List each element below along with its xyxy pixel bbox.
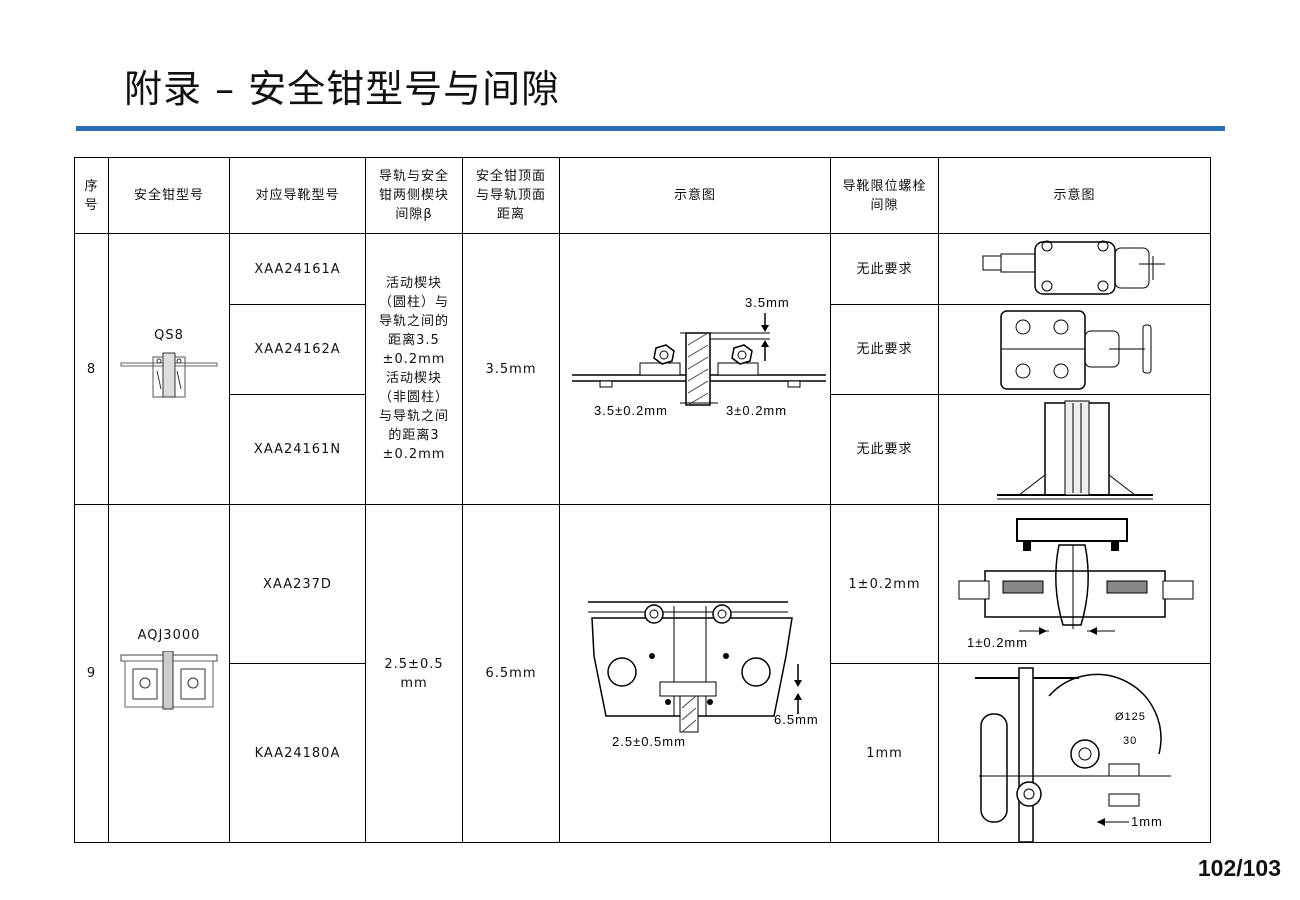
row-9-shoe-1: XAA237D: [229, 504, 366, 664]
header-gear-model: 安全钳型号: [108, 157, 230, 234]
row-9-shoe-diagram-2: Ø125 30 1mm: [938, 663, 1211, 843]
row-8-bolt-gap-1: 无此要求: [830, 233, 939, 305]
header-bolt-gap: 导靴限位螺栓间隙: [830, 157, 939, 234]
aqj3000-gap-label: 2.5±0.5mm: [612, 734, 686, 749]
row-8-shoe-1: XAA24161A: [229, 233, 366, 305]
row-8-wedge-gap: 活动楔块（圆柱）与导轨之间的距离3.5±0.2mm活动楔块（非圆柱）与导轨之间的…: [365, 233, 463, 505]
header-shoe-model: 对应导靴型号: [229, 157, 366, 234]
row-9-bolt-gap-2: 1mm: [830, 663, 939, 843]
shoe-diagram-xaa24162a: [1000, 310, 1152, 390]
kaa24180a-diameter-label: Ø125: [1115, 711, 1146, 723]
row-9-shoe-diagram-1: 1±0.2mm: [938, 504, 1211, 664]
row-9-gear-model: AQJ3000: [137, 628, 201, 643]
kaa24180a-width-label: 30: [1123, 735, 1137, 747]
kaa24180a-gap-label: 1mm: [1131, 814, 1163, 829]
row-8-shoe-diagram-2: [938, 304, 1211, 395]
row-8-diagram: 3.5mm 3.5±0.2mm 3±0.2mm: [559, 233, 831, 505]
row-9-shoe-2: KAA24180A: [229, 663, 366, 843]
table-row: XAA24161N 无此要求: [75, 394, 1211, 505]
shoe-diagram-xaa237d: 1±0.2mm: [958, 518, 1194, 650]
table-row: 9 AQJ3000 XAA237D 2.5±0.5mm 6.5mm: [74, 504, 1211, 843]
row-9-diagram: 6.5mm 2.5±0.5mm: [559, 504, 831, 843]
aqj3000-gap-diagram: 6.5mm 2.5±0.5mm: [588, 600, 819, 749]
safety-gear-table: 序号 安全钳型号 对应导靴型号 导轨与安全钳两侧楔块间隙β 安全钳顶面与导轨顶面…: [74, 157, 1211, 843]
page-title: 附录 – 安全钳型号与间隙: [124, 67, 561, 111]
row-8-shoe-2: XAA24162A: [229, 304, 366, 395]
row-8-bolt-gap-3: 无此要求: [830, 394, 939, 505]
qs8-right-gap-label: 3±0.2mm: [726, 403, 787, 418]
header-diagram: 示意图: [559, 157, 831, 234]
row-8-bolt-gap-2: 无此要求: [830, 304, 939, 395]
title-rule: [76, 126, 1225, 131]
page-number: 102/103: [1197, 855, 1281, 881]
qs8-top-gap-label: 3.5mm: [745, 295, 790, 310]
row-8-seq: 8: [74, 233, 109, 505]
table-row: KAA24180A 1mm Ø125 30 1mm: [75, 663, 1211, 843]
row-9-seq: 9: [74, 504, 109, 843]
row-8-shoe-diagram-1: [938, 233, 1211, 305]
row-9-gear-cell: AQJ3000: [108, 504, 230, 843]
qs8-gap-diagram: 3.5mm 3.5±0.2mm 3±0.2mm: [572, 295, 826, 418]
qs8-left-gap-label: 3.5±0.2mm: [594, 403, 668, 418]
row-8-gear-model: QS8: [154, 327, 184, 343]
aqj3000-gear-image: [120, 651, 218, 710]
row-8-shoe-3: XAA24161N: [229, 394, 366, 505]
header-seq: 序号: [74, 157, 109, 234]
aqj3000-height-label: 6.5mm: [774, 712, 819, 727]
xaa237d-gap-label: 1±0.2mm: [967, 635, 1028, 650]
shoe-diagram-kaa24180a: Ø125 30 1mm: [975, 667, 1171, 842]
row-8-top-distance: 3.5mm: [462, 233, 560, 505]
table-row: 8 QS8 XAA24161A 活动楔块（圆柱）与导轨之间的距离3.5±0.2m…: [74, 233, 1211, 505]
header-row: 序号 安全钳型号 对应导靴型号 导轨与安全钳两侧楔块间隙β 安全钳顶面与导轨顶面…: [74, 157, 1211, 234]
header-wedge-gap: 导轨与安全钳两侧楔块间隙β: [365, 157, 463, 234]
row-8-shoe-diagram-3: [938, 394, 1211, 505]
header-top-distance: 安全钳顶面与导轨顶面距离: [462, 157, 560, 234]
row-9-wedge-gap: 2.5±0.5mm: [365, 504, 463, 843]
row-8-gear-cell: QS8: [108, 233, 230, 505]
row-9-top-distance: 6.5mm: [462, 504, 560, 843]
qs8-gear-image: [120, 352, 218, 397]
header-diagram-2: 示意图: [938, 157, 1211, 234]
row-9-bolt-gap-1: 1±0.2mm: [830, 504, 939, 664]
shoe-diagram-xaa24161n: [997, 400, 1153, 500]
table-row: XAA24162A 无此要求: [75, 304, 1211, 395]
shoe-diagram-xaa24161a: [982, 240, 1165, 295]
